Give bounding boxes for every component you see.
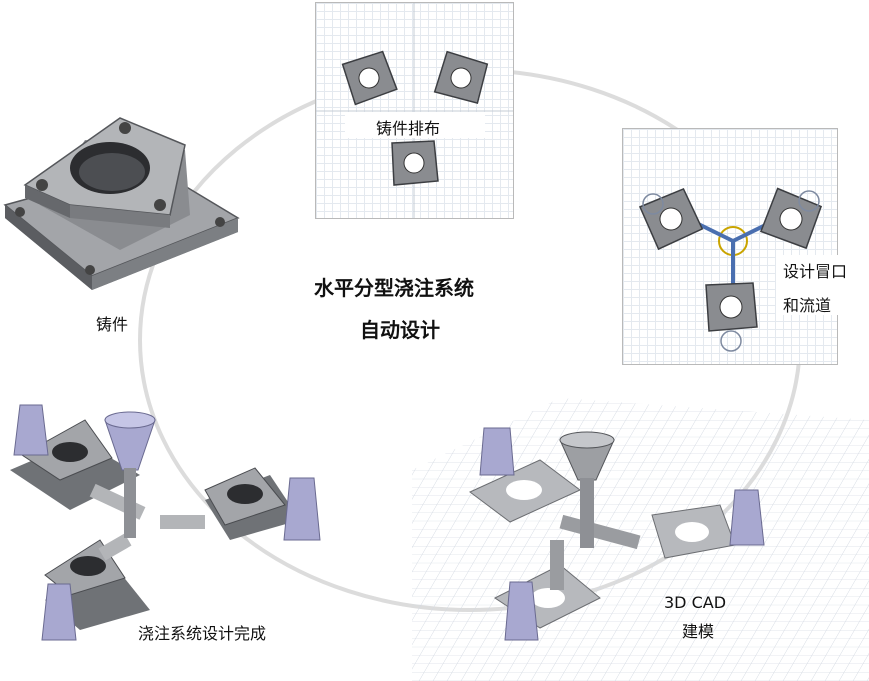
step-complete-label: 浇注系统设计完成 [138, 624, 267, 643]
step-layout-label: 铸件排布 [376, 119, 441, 138]
riser-label-bg [776, 255, 838, 315]
diagram-title-line1: 水平分型浇注系统 [314, 276, 474, 300]
layout-panel [315, 2, 514, 219]
riser-parts [638, 187, 823, 352]
step-riser-label-line1: 设计冒口 [783, 262, 848, 281]
step-riser-label-line2: 和流道 [783, 296, 832, 315]
step-cad-label-line1: 3D CAD [664, 593, 727, 612]
step-cad-label-line2: 建模 [682, 622, 715, 641]
diagram-title-line2: 自动设计 [360, 318, 440, 342]
step-casting-label: 铸件 [96, 315, 129, 334]
layout-label-bg [345, 112, 485, 138]
riser-panel [622, 128, 838, 365]
layout-parts [316, 3, 513, 218]
